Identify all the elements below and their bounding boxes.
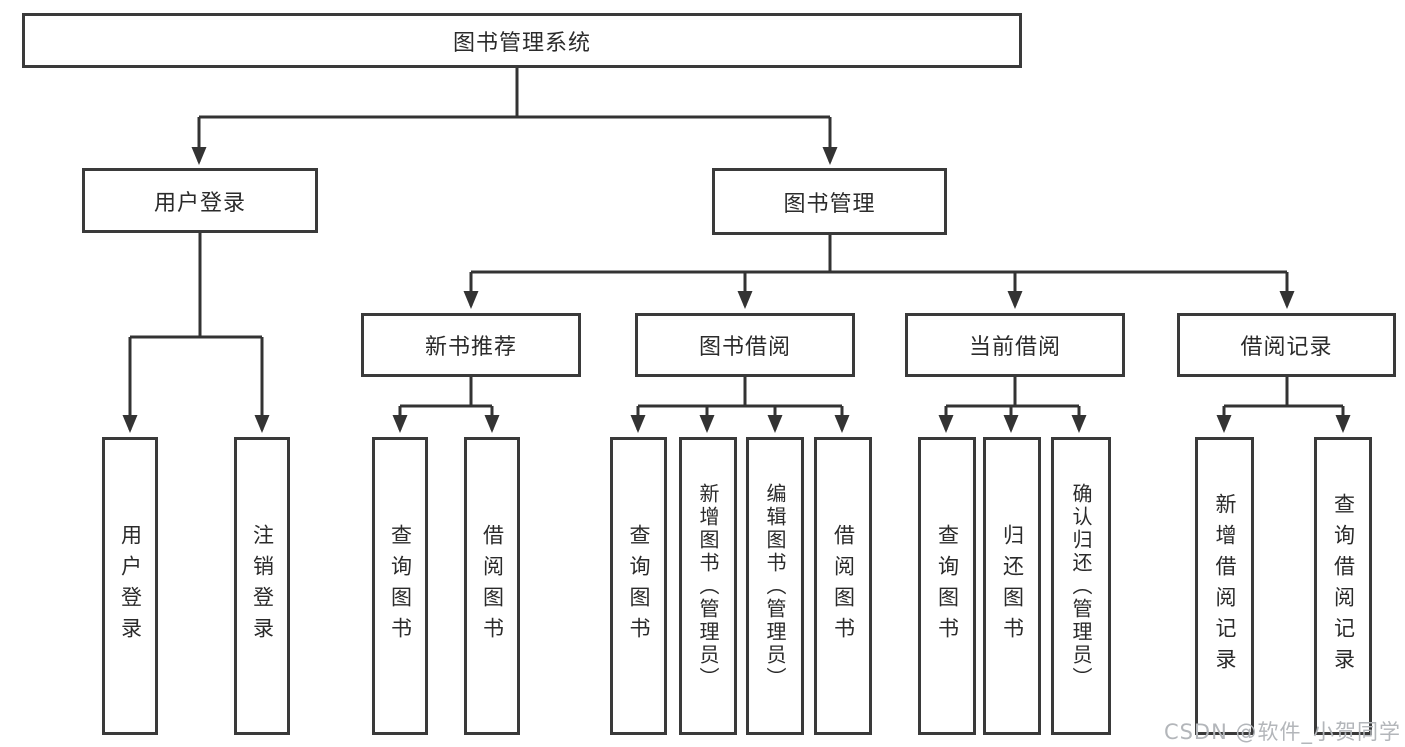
node-borrow-records: 借阅记录 xyxy=(1177,313,1396,377)
node-new-book-recommend: 新书推荐 xyxy=(361,313,581,377)
node-label: 查询图书 xyxy=(388,524,413,648)
node-library-system: 图书管理系统 xyxy=(22,13,1022,68)
node-label: 查询图书 xyxy=(935,524,960,648)
node-label: 用户登录 xyxy=(118,524,143,648)
node-book-borrow: 图书借阅 xyxy=(635,313,855,377)
node-query-books-current: 查询图书 xyxy=(918,437,976,735)
node-borrow-books-action: 借阅图书 xyxy=(814,437,872,735)
node-query-books-borrow: 查询图书 xyxy=(610,437,667,735)
node-query-borrow-record: 查询借阅记录 xyxy=(1314,437,1372,735)
node-label: 查询图书 xyxy=(627,524,651,648)
node-add-books-admin: 新增图书（管理员） xyxy=(679,437,737,735)
node-label: 注销登录 xyxy=(250,524,275,648)
node-confirm-return-admin: 确认归还（管理员） xyxy=(1051,437,1111,735)
node-book-management: 图书管理 xyxy=(712,168,947,235)
node-label: 确认归还（管理员） xyxy=(1069,482,1093,690)
node-current-borrow: 当前借阅 xyxy=(905,313,1125,377)
node-label: 新增图书（管理员） xyxy=(696,482,720,690)
node-query-books-recommend: 查询图书 xyxy=(372,437,428,735)
node-borrow-books-recommend: 借阅图书 xyxy=(464,437,520,735)
node-label: 编辑图书（管理员） xyxy=(763,482,787,690)
node-add-borrow-record: 新增借阅记录 xyxy=(1195,437,1254,735)
node-label: 归还图书 xyxy=(1000,524,1025,648)
node-user-login: 用户登录 xyxy=(82,168,318,233)
node-edit-books-admin: 编辑图书（管理员） xyxy=(746,437,804,735)
node-label: 借阅图书 xyxy=(480,524,505,648)
node-logout-action: 注销登录 xyxy=(234,437,290,735)
node-label: 新增借阅记录 xyxy=(1213,493,1237,679)
node-label: 查询借阅记录 xyxy=(1331,493,1356,679)
node-return-books: 归还图书 xyxy=(983,437,1041,735)
watermark: CSDN @软件_小贺同学 xyxy=(1163,720,1401,744)
node-label: 借阅图书 xyxy=(831,524,856,648)
node-user-login-action: 用户登录 xyxy=(102,437,158,735)
